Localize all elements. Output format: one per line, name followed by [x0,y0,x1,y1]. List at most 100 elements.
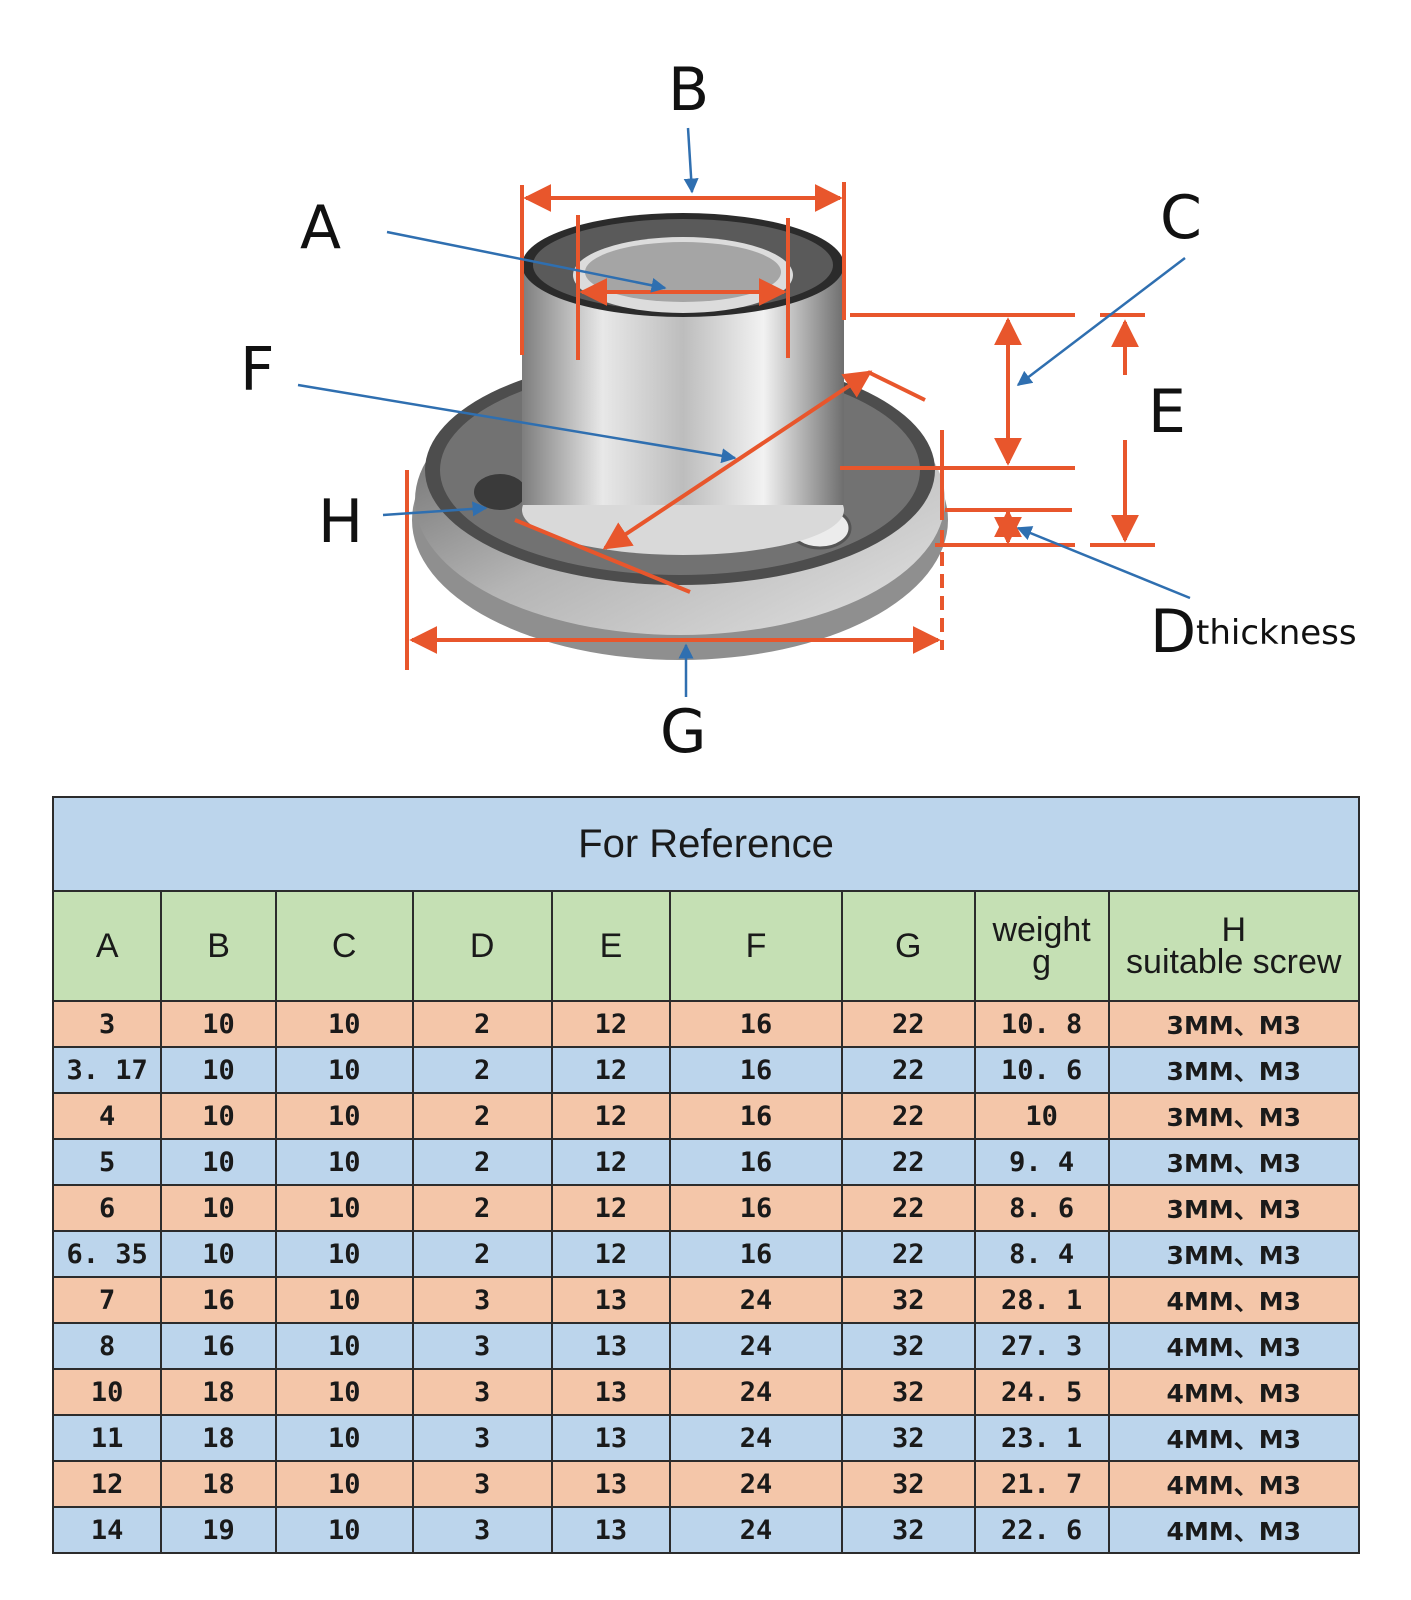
table-cell: 13 [550,1506,672,1554]
table-cell: 8. 4 [973,1230,1110,1278]
table-cell: 24 [669,1368,843,1416]
table-cell: 2 [411,1046,553,1094]
dimension-lines [405,182,1155,670]
table-cell: 12 [550,1046,672,1094]
label-f: F [240,335,275,405]
table-cell: 10 [274,1322,414,1370]
table-cell: 22 [840,1046,976,1094]
table-cell: 4 [51,1092,163,1140]
column-header-sublabel: suitable screw [1126,943,1342,981]
table-cell: 12 [550,1230,672,1278]
table-cell: 10 [274,1414,414,1462]
table-cell: 22. 6 [973,1506,1110,1554]
table-cell: 2 [411,1138,553,1186]
table-cell: 27. 3 [973,1322,1110,1370]
table-cell: 24 [669,1414,843,1462]
column-header-label: C [331,927,357,965]
table-cell: 10 [274,1230,414,1278]
table-cell: 32 [840,1460,976,1508]
column-header-label: weight [992,911,1091,949]
flange-coupling-diagram: A B C E F H G D thickness [240,55,1357,767]
column-header-label: H [1221,911,1247,949]
table-cell: 6 [51,1184,163,1232]
table-cell: 32 [840,1506,976,1554]
table-cell: 22 [840,1230,976,1278]
table-cell: 22 [840,1184,976,1232]
table-cell: 18 [160,1460,277,1508]
table-cell: 10 [160,1230,277,1278]
table-cell: 9. 4 [973,1138,1110,1186]
table-cell: 10. 8 [973,1000,1110,1048]
table-cell: 12 [550,1184,672,1232]
table-cell: 3 [411,1322,553,1370]
table-cell: 16 [669,1000,843,1048]
table-cell: 28. 1 [973,1276,1110,1324]
table-cell: 10 [274,1368,414,1416]
column-header: B [160,890,277,1002]
label-b: B [668,55,709,125]
table-cell: 3 [411,1460,553,1508]
table-cell: 3MM、M3 [1107,1046,1361,1094]
table-cell: 3 [411,1276,553,1324]
table-cell: 22 [840,1092,976,1140]
table-cell: 2 [411,1184,553,1232]
table-cell: 4MM、M3 [1107,1414,1361,1462]
table-cell: 4MM、M3 [1107,1368,1361,1416]
table-cell: 12 [550,1138,672,1186]
column-header: F [669,890,843,1002]
table-cell: 32 [840,1414,976,1462]
column-header: D [411,890,553,1002]
table-cell: 12 [550,1092,672,1140]
table-cell: 4MM、M3 [1107,1506,1361,1554]
table-cell: 14 [51,1506,163,1554]
table-cell: 32 [840,1322,976,1370]
table-cell: 2 [411,1092,553,1140]
label-h: H [318,487,363,557]
table-cell: 16 [669,1046,843,1094]
column-header-label: B [207,927,230,965]
table-cell: 3. 17 [51,1046,163,1094]
table-cell: 10 [973,1092,1110,1140]
column-header: A [51,890,163,1002]
table-cell: 8. 6 [973,1184,1110,1232]
table-cell: 3 [411,1506,553,1554]
label-c: C [1160,183,1202,253]
table-cell: 3MM、M3 [1107,1138,1361,1186]
column-header-label: E [599,927,623,965]
table-cell: 16 [669,1184,843,1232]
table-cell: 6. 35 [51,1230,163,1278]
table-cell: 24 [669,1460,843,1508]
label-g: G [660,697,707,767]
table-cell: 10 [51,1368,163,1416]
table-cell: 16 [669,1092,843,1140]
table-cell: 16 [160,1276,277,1324]
table-cell: 10 [274,1184,414,1232]
table-cell: 10 [160,1138,277,1186]
table-cell: 12 [51,1460,163,1508]
table-cell: 10 [274,1138,414,1186]
table-cell: 3 [411,1414,553,1462]
table-cell: 11 [51,1414,163,1462]
table-cell: 16 [669,1230,843,1278]
table-cell: 10 [160,1046,277,1094]
table-cell: 13 [550,1414,672,1462]
table-cell: 3 [411,1368,553,1416]
leader-lines [297,127,1191,697]
table-cell: 10 [274,1506,414,1554]
table-cell: 22 [840,1000,976,1048]
table-cell: 16 [669,1138,843,1186]
table-cell: 10 [274,1046,414,1094]
table-cell: 2 [411,1230,553,1278]
